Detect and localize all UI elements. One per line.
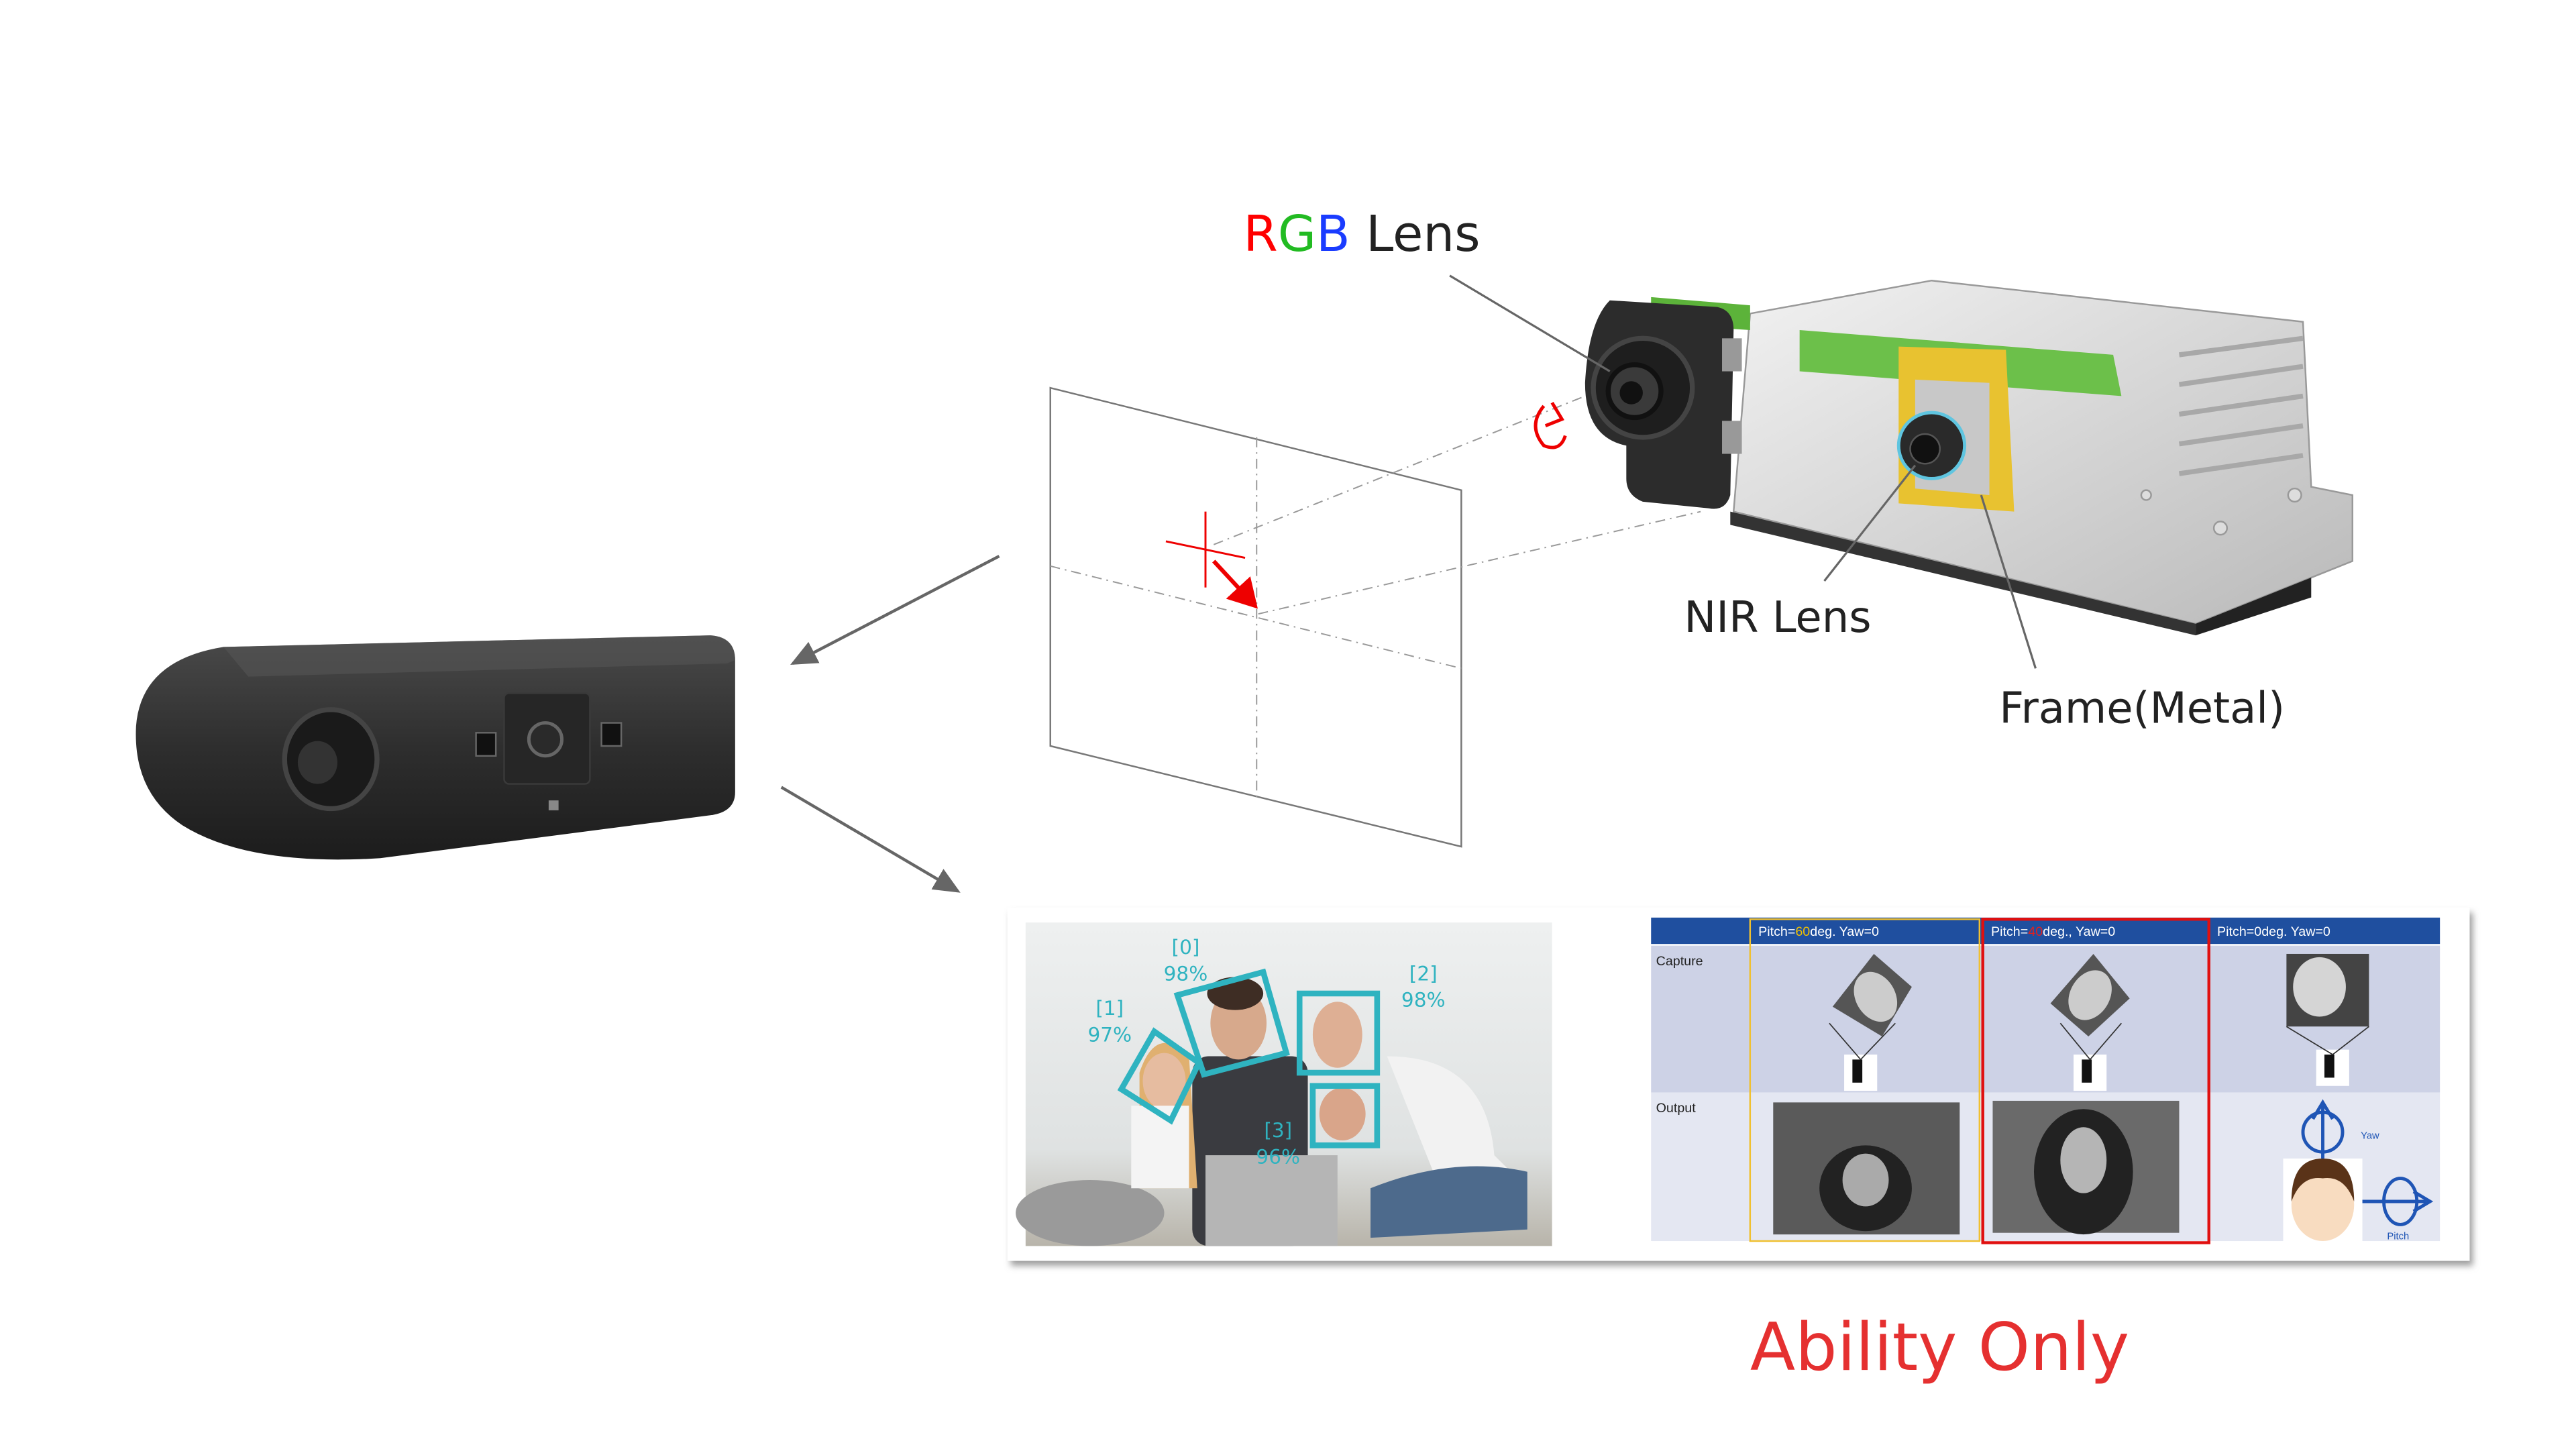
rgb-g: G (1278, 205, 1316, 263)
rgb-lens-text: Lens (1350, 205, 1481, 263)
camera-icons (1844, 1049, 2349, 1091)
projection-plane (1049, 386, 1701, 848)
detection-box-2 (1296, 990, 1381, 1076)
arrow-to-results (780, 786, 961, 893)
offset-arrow (1212, 559, 1258, 609)
row-label-output: Output (1656, 1101, 1697, 1116)
detection-id-2: [2] (1409, 962, 1438, 985)
detection-conf-3: 96% (1256, 1145, 1300, 1168)
frame-label: Frame(Metal) (1999, 684, 2285, 734)
camera-device (136, 635, 735, 860)
rgb-b: B (1316, 205, 1350, 263)
camera-nir-lens (527, 721, 564, 758)
nir-lens-label: NIR Lens (1684, 593, 1871, 643)
arrow-to-device (790, 555, 1000, 665)
detection-conf-1: 97% (1088, 1023, 1132, 1046)
detection-id-1: [1] (1095, 997, 1124, 1020)
rgb-lens-label: RGB Lens (1244, 205, 1481, 263)
yaw-label: Yaw (2361, 1130, 2379, 1141)
rotation-icon (1534, 402, 1567, 449)
watermark: Ability Only (1750, 1309, 2129, 1386)
detection-id-0: [0] (1172, 936, 1200, 959)
detection-box-1 (1117, 1027, 1203, 1125)
detection-conf-2: 98% (1401, 989, 1446, 1012)
head-pose-axes-icon (2301, 1099, 2434, 1226)
crosshair-icon (1165, 511, 1246, 588)
results-panel: [0] 98% [1] 97% [2] 98% [3] 96% Pitch=60… (1007, 908, 2470, 1261)
pose-table: Pitch=60deg. Yaw=0 Pitch=40deg., Yaw=0 P… (1651, 917, 2440, 1244)
rgb-r: R (1244, 205, 1278, 263)
header-col-1: Pitch=60deg. Yaw=0 (1758, 924, 1879, 939)
row-label-capture: Capture (1656, 954, 1703, 969)
header-col-2: Pitch=40deg., Yaw=0 (1991, 924, 2115, 939)
face-detection-photo: [0] 98% [1] 97% [2] 98% [3] 96% (1016, 922, 1552, 1246)
header-col-3: Pitch=0deg. Yaw=0 (2217, 924, 2330, 939)
pitch-label: Pitch (2387, 1232, 2409, 1242)
leader-lines (1449, 274, 2037, 669)
detection-conf-0: 98% (1164, 962, 1208, 985)
detection-box-0 (1173, 968, 1290, 1078)
detection-id-3: [3] (1264, 1119, 1292, 1142)
camera-module (1585, 279, 2354, 636)
cartoon-head-icon (2291, 1168, 2355, 1242)
detection-box-3 (1309, 1083, 1381, 1148)
